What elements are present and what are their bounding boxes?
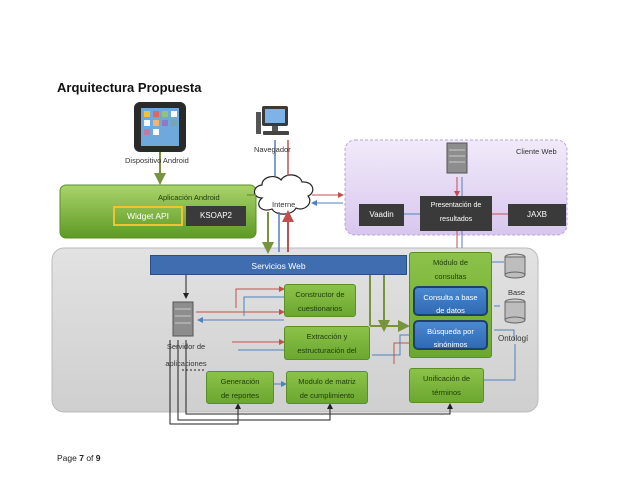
db-query-label-2: de datos	[436, 306, 465, 315]
android-device-label: Dispositivo Android	[125, 156, 189, 165]
synonym-search-box: Búsqueda por sinónimos	[413, 320, 488, 350]
jaxb-label: JAXB	[526, 210, 547, 219]
reports-label-2: de reportes	[221, 391, 259, 400]
base-label: Base	[508, 288, 526, 297]
web-server-icon	[446, 142, 468, 174]
reports-box: Generación de reportes	[206, 371, 274, 404]
unification-label-1: Unificación de	[422, 374, 471, 383]
app-server-label-2: aplicaciones	[165, 359, 207, 368]
tablet-icon	[134, 102, 186, 152]
db-query-label-1: Consulta a base	[423, 293, 478, 302]
ontology-label: Ontologí	[498, 334, 529, 343]
extraction-label-1: Extracción y	[306, 332, 348, 341]
compliance-matrix-box: Modulo de matriz de cumplimiento	[286, 371, 368, 404]
widget-api-box: Widget API	[113, 206, 183, 226]
web-services-label: Servicios Web	[251, 261, 306, 271]
term-unification-box: Unificación de términos	[409, 368, 484, 403]
synonym-search-label-1: Búsqueda por	[427, 327, 474, 336]
widget-api-label: Widget API	[126, 211, 170, 221]
vaadin-label: Vaadin	[369, 210, 394, 219]
page-title: Arquitectura Propuesta	[57, 80, 202, 95]
presentation-box: Presentación de resultados	[420, 196, 492, 231]
app-server-icon	[172, 301, 194, 337]
questionnaire-builder-box: Constructor de cuestionarios	[284, 284, 356, 317]
ontology-database-icon	[504, 298, 526, 324]
web-client-label: Cliente Web	[516, 147, 557, 156]
builder-label-2: cuestionarios	[297, 304, 343, 313]
app-server-label: Servidor de aplicaciones	[158, 338, 214, 372]
extraction-box: Extracción y estructuración del	[284, 326, 370, 360]
builder-label-1: Constructor de	[295, 290, 345, 299]
presentation-label-2: resultados	[439, 216, 473, 223]
android-app-label: Aplicación Android	[158, 193, 220, 202]
app-server-label-1: Servidor de	[166, 342, 206, 351]
presentation-label-1: Presentación de	[430, 202, 482, 209]
page-mid: of	[83, 453, 96, 463]
internet-label: Interne	[272, 200, 296, 209]
query-module-label-2: consultas	[434, 272, 467, 281]
internet-cloud-icon	[253, 174, 314, 215]
unification-label-2: términos	[432, 388, 461, 397]
matrix-label-1: Modulo de matriz	[298, 377, 356, 386]
computer-icon	[256, 106, 289, 135]
web-services-bar: Servicios Web	[150, 255, 407, 275]
browser-label: Navegador	[254, 145, 291, 154]
query-module-label-1: Módulo de	[432, 258, 469, 267]
jaxb-box: JAXB	[508, 204, 566, 226]
extraction-label-2: estructuración del	[297, 346, 357, 355]
matrix-label-2: de cumplimiento	[299, 391, 355, 400]
db-query-box: Consulta a base de datos	[413, 286, 488, 316]
reports-label-1: Generación	[220, 377, 260, 386]
page-footer: Page 7 of 9	[57, 453, 101, 463]
database-icon	[504, 253, 526, 279]
ksoap2-box: KSOAP2	[186, 206, 246, 226]
page-number: 7	[79, 453, 84, 463]
synonym-search-label-2: sinónimos	[433, 340, 468, 349]
page-total: 9	[95, 453, 101, 463]
ksoap2-label: KSOAP2	[199, 211, 232, 220]
vaadin-box: Vaadin	[359, 204, 404, 226]
page-prefix: Page	[57, 453, 80, 463]
